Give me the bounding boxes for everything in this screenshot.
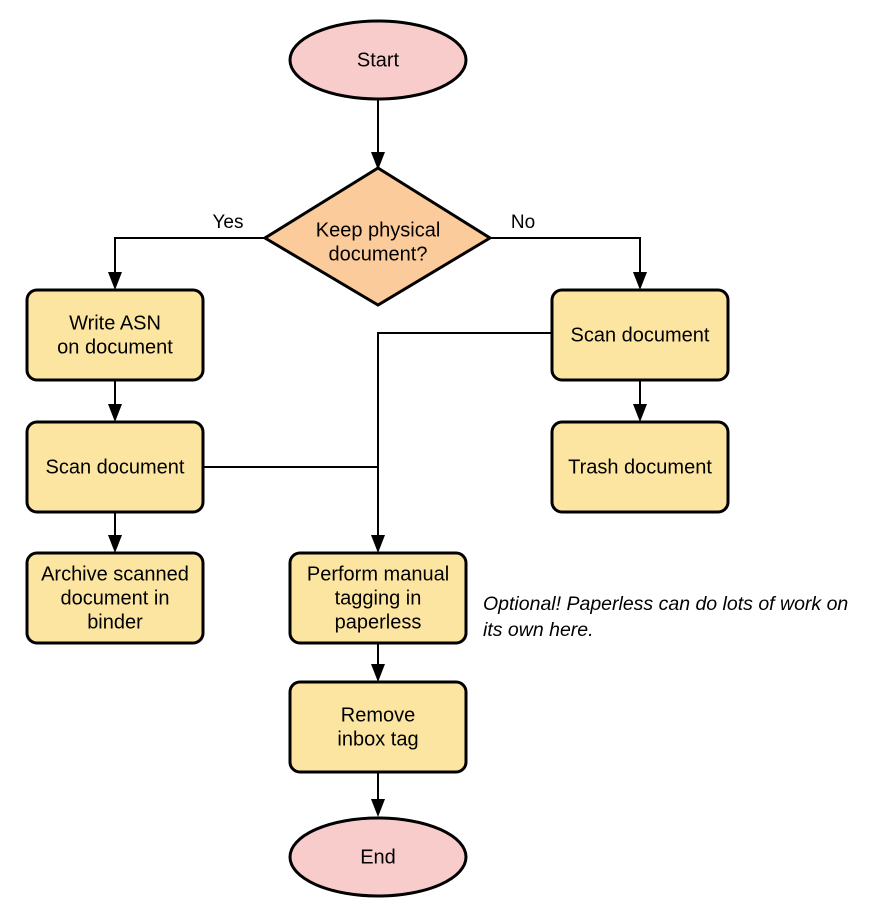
end-ellipse[interactable] (288, 816, 468, 898)
remove-inbox-tag-box[interactable] (288, 680, 468, 774)
edge-tagging-to-remove-inbox (371, 643, 385, 682)
edge-scan-right-to-trash (633, 380, 647, 422)
edge-scan-right-to-tagging (371, 332, 552, 553)
scan-document-right-box[interactable] (550, 288, 730, 382)
trash-document-label: Trash document (568, 456, 712, 478)
write-asn-label-line2: on document (57, 336, 173, 358)
edge-scan-left-to-archive (108, 512, 122, 553)
node-perform-manual-tagging[interactable]: Perform manual tagging in paperless (288, 551, 468, 645)
trash-document-box[interactable] (550, 420, 730, 514)
edge-start-to-decision (371, 99, 385, 170)
edge-decision-no-to-scan-right (490, 237, 647, 290)
write-asn-box[interactable] (25, 288, 205, 382)
archive-label-line2: document in (61, 587, 170, 609)
scan-document-left-box[interactable] (25, 420, 205, 514)
decision-label-line2: document? (329, 243, 428, 265)
node-decision-keep-physical-document[interactable]: Keep physical document? (262, 166, 493, 307)
edge-remove-inbox-to-end (371, 772, 385, 817)
archive-label-line1: Archive scanned (41, 563, 189, 585)
edge-write-asn-to-scan-left (108, 380, 122, 422)
optional-note-line1: Optional! Paperless can do lots of work … (483, 593, 848, 615)
node-trash-document[interactable]: Trash document (550, 420, 730, 514)
start-ellipse[interactable] (288, 19, 468, 101)
tagging-box[interactable] (288, 551, 468, 645)
scan-document-left-label: Scan document (46, 456, 185, 478)
edge-label-yes: Yes (213, 212, 244, 233)
optional-note-line2: its own here. (483, 619, 594, 641)
node-write-asn[interactable]: Write ASN on document (25, 288, 205, 382)
remove-inbox-label-line1: Remove (341, 704, 415, 726)
node-archive-scanned-document[interactable]: Archive scanned document in binder (25, 551, 205, 645)
tagging-label-line3: paperless (335, 611, 422, 633)
archive-label-line3: binder (87, 611, 143, 633)
node-start[interactable]: Start (288, 19, 468, 101)
node-remove-inbox-tag[interactable]: Remove inbox tag (288, 680, 468, 774)
node-scan-document-right[interactable]: Scan document (550, 288, 730, 382)
end-label: End (360, 846, 396, 868)
tagging-label-line2: tagging in (335, 587, 422, 609)
scan-document-right-label: Scan document (571, 324, 710, 346)
tagging-label-line1: Perform manual (307, 563, 449, 585)
node-end[interactable]: End (288, 816, 468, 898)
archive-box[interactable] (25, 551, 205, 645)
node-scan-document-left[interactable]: Scan document (25, 420, 205, 514)
edge-label-no: No (511, 212, 535, 233)
start-label: Start (357, 49, 400, 71)
decision-label-line1: Keep physical (316, 219, 441, 241)
annotation-optional-note: Optional! Paperless can do lots of work … (483, 593, 848, 641)
remove-inbox-label-line2: inbox tag (337, 728, 418, 750)
edge-decision-yes-to-write-asn (108, 237, 265, 290)
decision-diamond[interactable] (262, 166, 493, 307)
write-asn-label-line1: Write ASN (69, 312, 161, 334)
